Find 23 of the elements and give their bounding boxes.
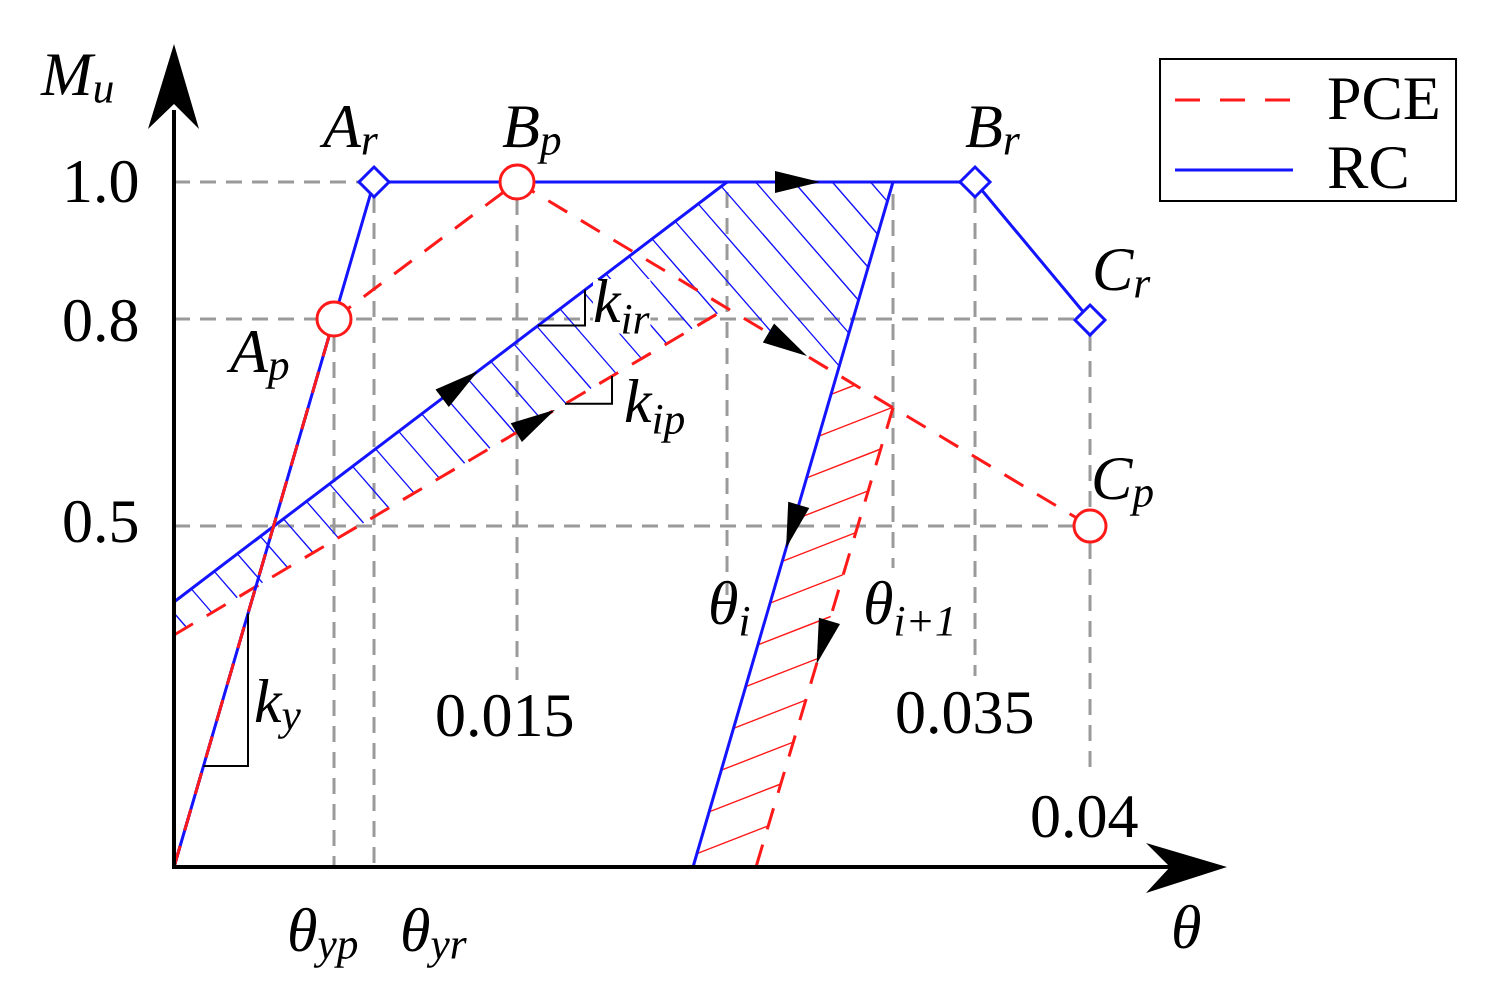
tick-label: θ$_{yp}$ [290,907,358,968]
tick-label: 0.8 [64,299,138,342]
legend-label: RC [1328,146,1407,189]
legend-label: PCE [1328,77,1438,120]
point-label: C$_{p}$ [1094,457,1153,516]
tick-label: θ$_{yr}$ [403,907,467,968]
slope-label: k$_{ip}$ [625,378,684,443]
slope-label: k$_{y}$ [255,678,301,739]
tick-label: 1.0 [67,160,138,203]
tick-label: θ$_{i}$ [711,580,750,636]
point-label: C$_{r}$ [1095,248,1151,298]
point-label: A$_{p}$ [226,331,289,389]
tick-label: 0.015 [437,694,573,737]
point-label: A$_{r}$ [319,106,378,155]
point-label: B$_{p}$ [502,106,561,164]
tick-label: 0.04 [1032,795,1138,838]
axis-title: θ [1174,904,1201,949]
tick-label: 0.5 [64,500,138,543]
tick-label: θ$_{i+1}$ [866,580,952,636]
axis-title: M$_{u}$ [40,54,113,103]
point-label: B$_{r}$ [965,106,1020,155]
tick-label: 0.035 [897,691,1033,734]
slope-label: k$_{ir}$ [593,278,651,334]
